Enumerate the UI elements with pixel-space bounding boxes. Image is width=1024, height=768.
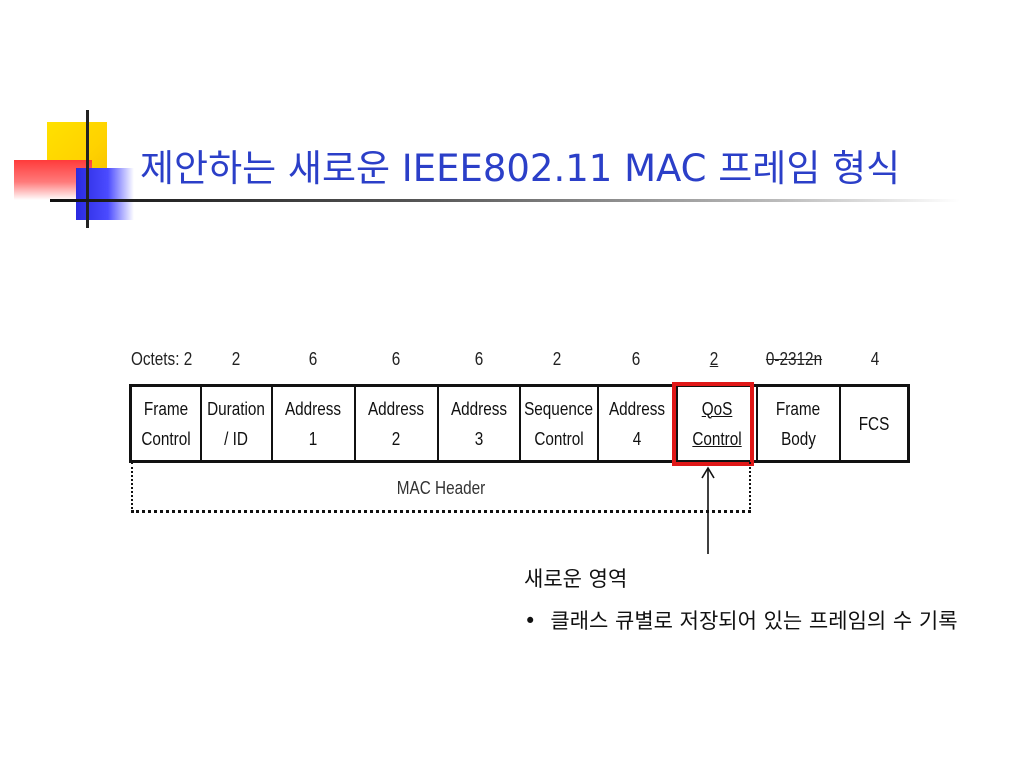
field-label-line2: 2 xyxy=(392,428,401,449)
octet-size-duration: 2 xyxy=(231,349,241,369)
field-label-line1: Frame xyxy=(143,398,189,419)
field-frame-control: Frame Control xyxy=(132,387,202,460)
qos-highlight-box xyxy=(672,382,754,466)
octet-size-frame-body: 0-2312n xyxy=(766,349,822,370)
field-duration-id: Duration / ID xyxy=(202,387,273,460)
octet-size-address3: 6 xyxy=(474,349,484,369)
mac-frame-fields: Frame Control Duration / ID Address 1 Ad… xyxy=(129,384,910,463)
annotation-bullet: • 클래스 큐별로 저장되어 있는 프레임의 수 기록 xyxy=(524,606,974,636)
field-label-line2: 4 xyxy=(633,428,642,449)
field-label-line2: 1 xyxy=(309,428,318,449)
field-label-line2: Control xyxy=(141,428,191,449)
field-label-line1: Sequence xyxy=(524,398,594,419)
field-label-line2: Body xyxy=(781,428,816,449)
decor-blue-square xyxy=(76,168,134,220)
mac-header-label: MAC Header xyxy=(396,478,486,498)
title-underline xyxy=(50,199,960,202)
field-label-line1: Address xyxy=(609,398,666,419)
octet-size-qos: 2 xyxy=(709,349,719,369)
octet-size-fcs: 4 xyxy=(870,349,880,369)
pointer-arrow xyxy=(701,466,715,554)
field-address-4: Address 4 xyxy=(599,387,678,460)
octet-size-address4: 6 xyxy=(631,349,641,369)
decor-vertical-line xyxy=(86,110,89,228)
field-label-line2: 3 xyxy=(474,428,484,449)
field-label-line1: Address xyxy=(368,398,425,419)
octet-size-address1: 6 xyxy=(308,349,318,369)
octet-size-sequence: 2 xyxy=(552,349,562,369)
octets-label: Octets: 2 xyxy=(131,349,193,369)
slide-title: 제안하는 새로운 IEEE802.11 MAC 프레임 형식 xyxy=(140,147,901,190)
field-label-line1: QoS xyxy=(701,398,733,419)
field-address-3: Address 3 xyxy=(439,387,521,460)
mac-header-bracket xyxy=(131,462,751,513)
octet-size-frame-body-text: 0-2312n xyxy=(765,349,823,369)
annotation-title: 새로운 영역 xyxy=(524,567,628,591)
bullet-marker: • xyxy=(524,609,537,633)
field-label-line1: Duration xyxy=(207,398,266,419)
octet-size-address2: 6 xyxy=(391,349,401,369)
field-label-line2: / ID xyxy=(224,428,249,449)
field-label-line1: FCS xyxy=(858,413,890,434)
field-frame-body: Frame Body xyxy=(758,387,841,460)
annotation-text: 클래스 큐별로 저장되어 있는 프레임의 수 기록 xyxy=(550,609,958,633)
field-label-line2: Control xyxy=(692,428,742,449)
field-address-2: Address 2 xyxy=(356,387,439,460)
field-address-1: Address 1 xyxy=(273,387,356,460)
field-label-line2: Control xyxy=(534,428,584,449)
field-sequence-control: Sequence Control xyxy=(521,387,599,460)
field-label-line1: Address xyxy=(285,398,342,419)
field-fcs: FCS xyxy=(841,387,907,460)
field-label-line1: Address xyxy=(450,398,508,419)
field-qos-control: QoS Control xyxy=(678,387,758,460)
field-label-line1: Frame xyxy=(776,398,821,419)
